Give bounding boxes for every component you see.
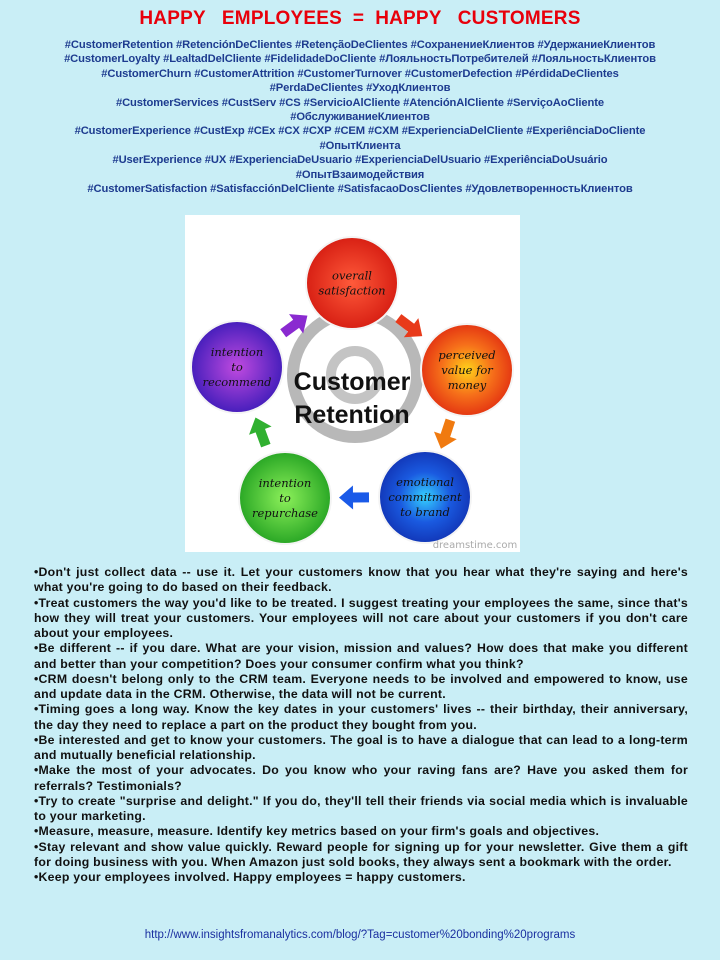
hashtag-line: #UserExperience #UX #ExperienciaDeUsuari… [112,154,608,167]
cycle-node-circle [378,450,472,544]
cycle-arrow-icon [395,314,423,338]
cycle-arrow-icon [339,485,370,510]
cycle-node-label: money [448,378,487,392]
hashtag-line: #CustomerExperience #CustExp #CEx #CX #C… [74,125,646,138]
cycle-node-circle [190,320,284,414]
cycle-arrow-icon [280,314,308,338]
cycle-node-circle [420,323,514,417]
tip-item: •Stay relevant and show value quickly. R… [34,839,688,869]
tip-item: •Don't just collect data -- use it. Let … [34,565,688,595]
tip-item: •Treat customers the way you'd like to b… [34,595,688,641]
cycle-node-label: commitment [388,490,462,504]
hashtag-line: #PerdaDeClientes #УходКлиентов [269,82,451,95]
tip-item: •Measure, measure, measure. Identify key… [34,824,600,839]
tip-item: •Keep your employees involved. Happy emp… [34,870,466,884]
cycle-node-label: to brand [400,505,450,519]
tip-item: •Make the most of your advocates. Do you… [34,763,688,793]
center-title-line1: Customer [294,368,411,396]
hashtag-line: #ОпытКлиента [319,139,401,152]
cycle-node-label: repurchase [252,506,318,520]
cycle-node-label: recommend [202,375,271,389]
cycle-node-label: emotional [396,475,454,489]
cycle-node-label: perceived [438,348,495,362]
cycle-node-circle [238,451,332,545]
hashtag-line: #ОбслуживаниеКлиентов [290,111,430,124]
tip-item: •Timing goes a long way. Know the key da… [34,702,688,732]
hashtag-line: #CustomerSatisfaction #SatisfacciónDelCl… [87,183,633,196]
hashtag-block: #CustomerRetention #RetenciónDeClientes … [20,38,700,196]
tip-item: •Be different -- if you dare. What are y… [34,641,688,671]
hashtag-line: #CustomerServices #CustServ #CS #Servici… [115,96,605,109]
hashtag-line: #CustomerChurn #CustomerAttrition #Custo… [101,67,619,80]
tip-item: •Be interested and get to know your cust… [34,732,688,762]
cycle-node-circle [305,236,399,330]
watermark-text: dreamstime.com [433,540,518,551]
cycle-node-label: value for [441,363,494,377]
cycle-node-label: intention [211,345,264,359]
cycle-node-label: satisfaction [318,284,385,298]
cycle-node-label: overall [332,269,372,283]
hashtag-line: #CustomerLoyalty #LealtadDelCliente #Fid… [64,53,656,66]
center-title-line2: Retention [294,401,409,429]
cycle-arrow-icon [433,418,457,449]
tip-item: •Try to create "surprise and delight." I… [34,793,688,823]
hashtag-line: #ОпытВзаимодействия [295,168,425,181]
cycle-node-label: to [279,491,291,505]
cycle-node-label: intention [259,476,312,490]
page-title: HAPPY EMPLOYEES = HAPPY CUSTOMERS [139,8,581,29]
tips-list: •Don't just collect data -- use it. Let … [34,565,688,885]
tip-item: •CRM doesn't belong only to the CRM team… [34,671,688,701]
source-link[interactable]: http://www.insightsfromanalytics.com/blo… [144,929,576,941]
cycle-arrow-icon [249,417,272,448]
cycle-node-label: to [231,360,243,374]
hashtag-line: #CustomerRetention #RetenciónDeClientes … [64,39,656,51]
